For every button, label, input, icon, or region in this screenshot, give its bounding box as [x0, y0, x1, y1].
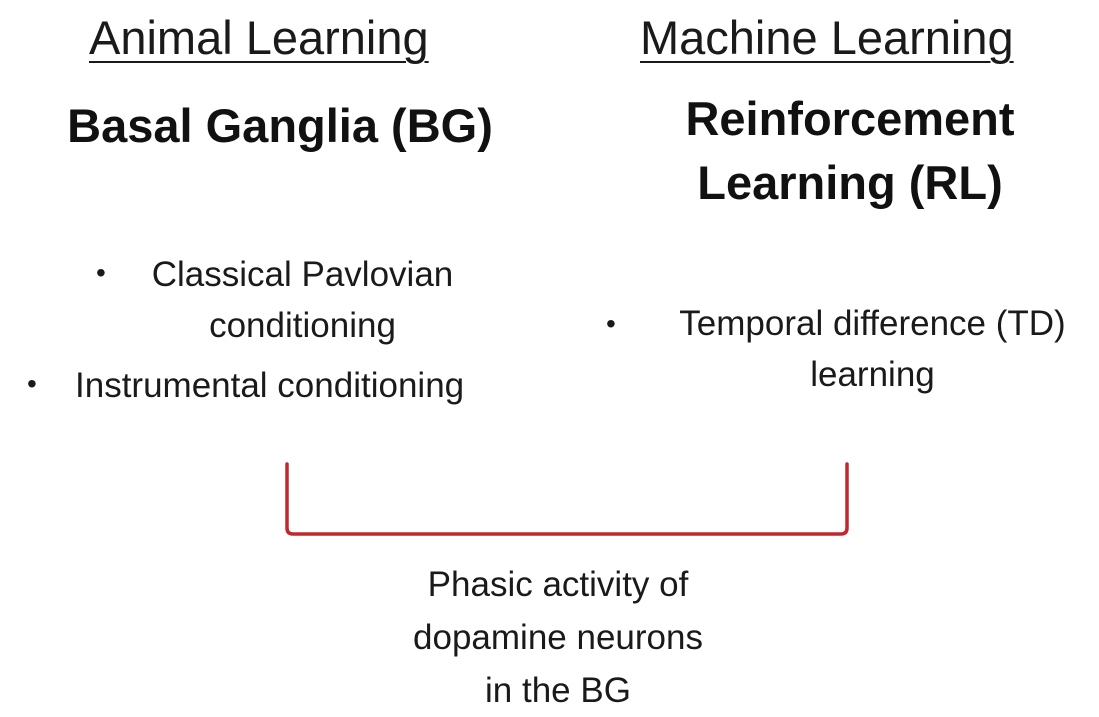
caption-line: in the BG [485, 671, 631, 710]
reinforcement-learning-title: Reinforcement Learning (RL) [610, 87, 1090, 215]
bullet-icon: • [27, 368, 37, 399]
bullet-icon: • [606, 308, 616, 339]
bullet-line: conditioning [209, 306, 396, 345]
phasic-activity-caption: Phasic activity of dopamine neurons in t… [358, 558, 758, 717]
caption-line: Phasic activity of [427, 565, 689, 604]
basal-ganglia-title: Basal Ganglia (BG) [67, 99, 493, 152]
bullet-icon: • [96, 257, 106, 288]
title-line: Learning (RL) [697, 155, 1003, 209]
bullet-instrumental-conditioning: Instrumental conditioning [75, 366, 465, 405]
bracket-line [285, 462, 849, 536]
bullet-classical-conditioning: Classical Pavlovian conditioning [130, 249, 475, 351]
bullet-temporal-difference: Temporal difference (TD) learning [650, 298, 1095, 400]
animal-learning-heading: Animal Learning [89, 11, 429, 64]
bullet-line: Classical Pavlovian [151, 255, 454, 294]
bullet-line: Temporal difference (TD) [679, 304, 1066, 343]
caption-line: dopamine neurons [413, 618, 703, 657]
machine-learning-heading: Machine Learning [640, 11, 1014, 64]
bullet-line: learning [810, 355, 935, 394]
title-line: Reinforcement [685, 92, 1015, 145]
